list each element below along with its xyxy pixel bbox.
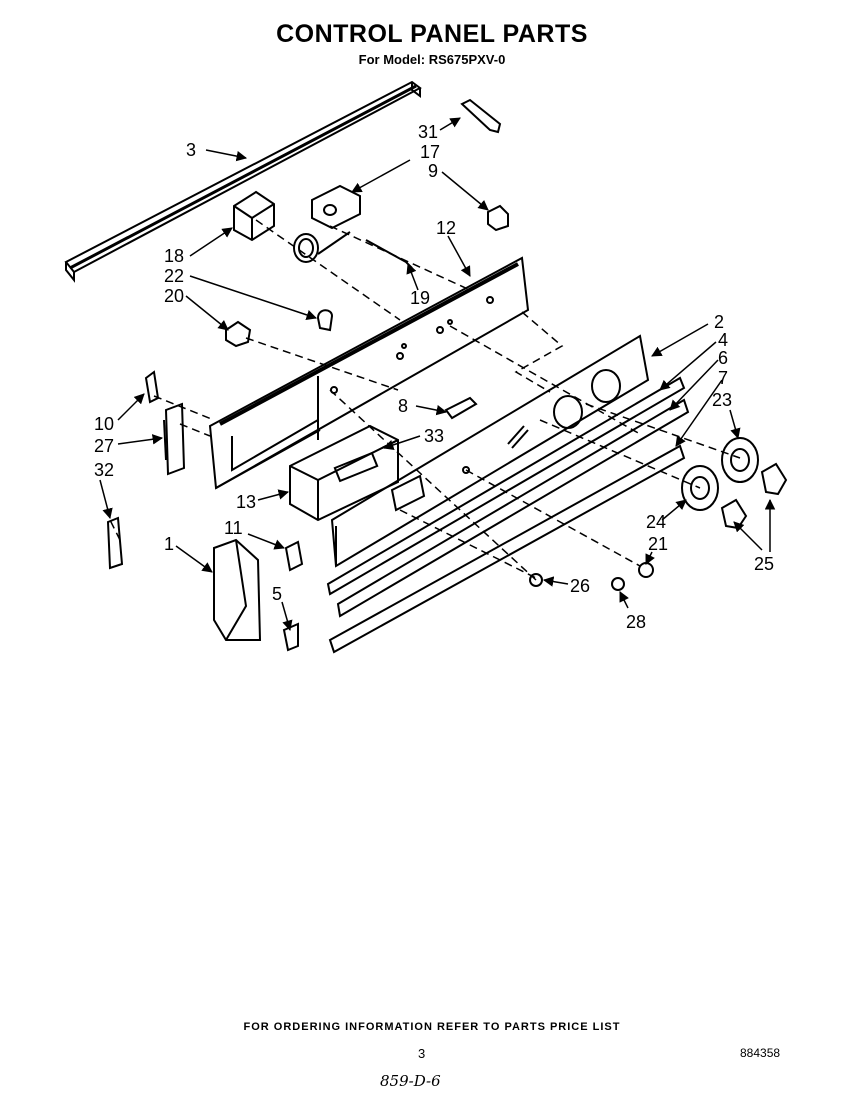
part-31-bracket [460,98,502,134]
callout-18: 18 [164,246,184,266]
part-3-top-trim-rail [64,80,422,283]
part-13-clock-module [289,424,399,522]
document-number: 884358 [740,1046,781,1060]
page-title: CONTROL PANEL PARTS [276,20,588,48]
callout-2: 2 [714,312,724,332]
part-32-clip [106,516,124,570]
part-6-trim-strip [336,398,690,618]
part-22-clip [316,309,334,332]
callout-labels: 3 31 17 9 12 18 22 20 19 2 4 6 7 23 8 10… [94,122,774,632]
part-2-panel-face [330,334,650,568]
handwritten-note: 859-D-6 [380,1072,441,1090]
part-21-screw [638,562,654,578]
part-26-screw [529,573,543,587]
part-18-relay [233,190,275,242]
callout-32: 32 [94,460,114,480]
callout-3: 3 [186,140,196,160]
callout-22: 22 [164,266,184,286]
part-9-connector [487,204,509,232]
part-8-clip [444,396,478,420]
callout-28: 28 [626,612,646,632]
callout-21: 21 [648,534,668,554]
part-7-trim-strip [328,444,686,654]
callout-9: 9 [428,161,438,181]
callout-12: 12 [436,218,456,238]
callout-10: 10 [94,414,114,434]
part-28-nut [611,577,625,591]
callout-5: 5 [272,584,282,604]
callout-7: 7 [718,368,728,388]
callout-11: 11 [224,518,243,538]
part-20-terminal [225,320,252,348]
callout-20: 20 [164,286,184,306]
callout-33: 33 [424,426,444,446]
part-17-switch [311,184,361,230]
callout-6: 6 [718,348,728,368]
part-27-hinge [163,402,186,476]
leader-arrows [99,117,776,632]
part-23-knob-skirt [721,437,759,483]
ordering-note: FOR ORDERING INFORMATION REFER TO PARTS … [243,1021,621,1033]
model-subtitle: For Model: RS675PXV-0 [358,52,506,67]
callout-17: 17 [420,142,440,162]
callout-1: 1 [164,534,174,554]
assembly-lines [109,219,741,581]
part-4-trim-strip [326,376,686,596]
part-24-knob-skirt [681,465,719,511]
callout-27: 27 [94,436,114,456]
callout-23: 23 [712,390,732,410]
callout-4: 4 [718,330,728,350]
callout-24: 24 [646,512,666,532]
part-11-bracket [284,540,304,572]
page-number: 3 [418,1046,426,1061]
callout-25: 25 [754,554,774,574]
callout-19: 19 [410,288,430,308]
callout-26: 26 [570,576,590,596]
callout-8: 8 [398,396,408,416]
part-5-end-cap [282,622,299,652]
callout-13: 13 [236,492,256,512]
callout-31: 31 [418,122,438,142]
part-12-panel-frame [208,256,530,490]
part-19-wire-harness [293,231,413,269]
part-1-end-cap [213,538,262,641]
